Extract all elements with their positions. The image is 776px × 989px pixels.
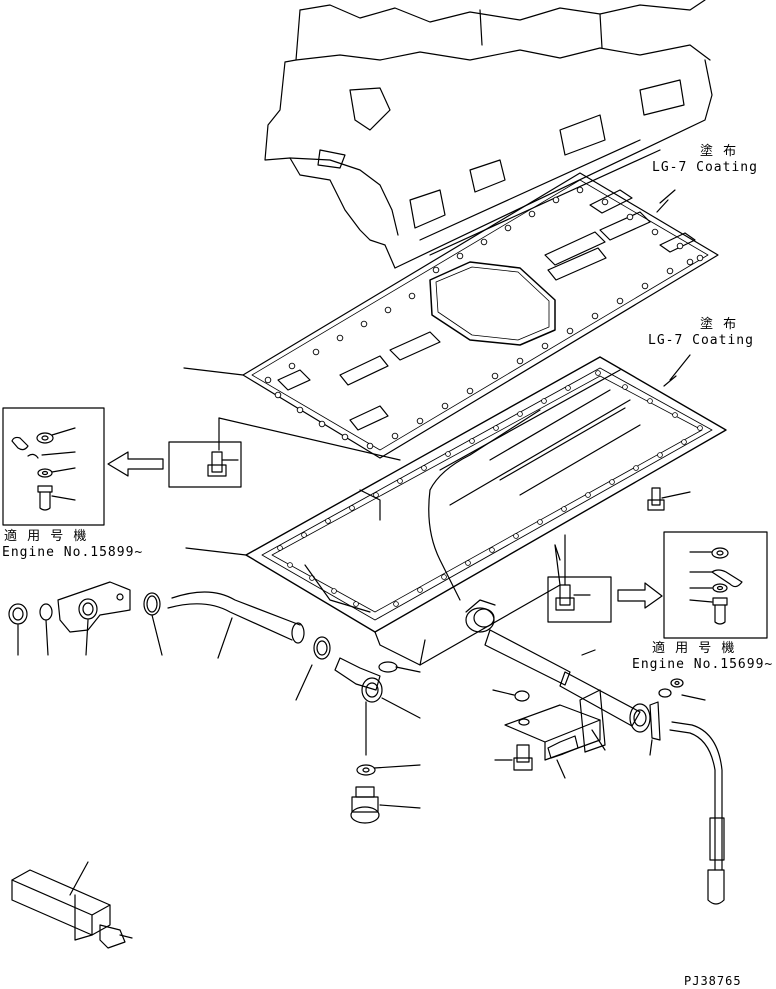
- serial-label-left: Engine No.15899~: [2, 545, 144, 560]
- strainer-assembly: [334, 657, 421, 824]
- upper-gasket: [242, 172, 719, 459]
- inset-box-bolt-left: [168, 417, 401, 488]
- inset-box-bolt-right: [547, 534, 612, 623]
- coating-label-top: LG-7 Coating: [652, 160, 758, 175]
- coating-label-pan-jp: 塗 布: [700, 317, 740, 332]
- dipstick-tube-assembly: [484, 629, 725, 905]
- serial-label-right-jp: 適 用 号 機: [652, 641, 738, 656]
- serial-label-left-jp: 適 用 号 機: [4, 529, 90, 544]
- left-arrow: [107, 451, 164, 477]
- engine-block: [264, 0, 713, 269]
- inset-box-right: [663, 531, 768, 639]
- leader-pan: [185, 547, 247, 556]
- drawing-id: PJ38765: [684, 974, 742, 988]
- oil-level-gauge: [11, 861, 133, 949]
- right-arrow: [617, 582, 663, 609]
- coating-label-pan: LG-7 Coating: [648, 333, 754, 348]
- oil-pan: [245, 356, 727, 666]
- coating-label-top-jp: 塗 布: [700, 144, 740, 159]
- inset-box-left: [2, 407, 105, 526]
- leader-gasket: [183, 367, 244, 376]
- bracket: [492, 689, 606, 779]
- coating-arrow-top: [656, 189, 676, 213]
- serial-label-right: Engine No.15699~: [632, 657, 774, 672]
- suction-pipe-assembly: [8, 581, 331, 701]
- pan-bolt: [647, 487, 691, 511]
- coating-arrow-pan: [663, 354, 691, 387]
